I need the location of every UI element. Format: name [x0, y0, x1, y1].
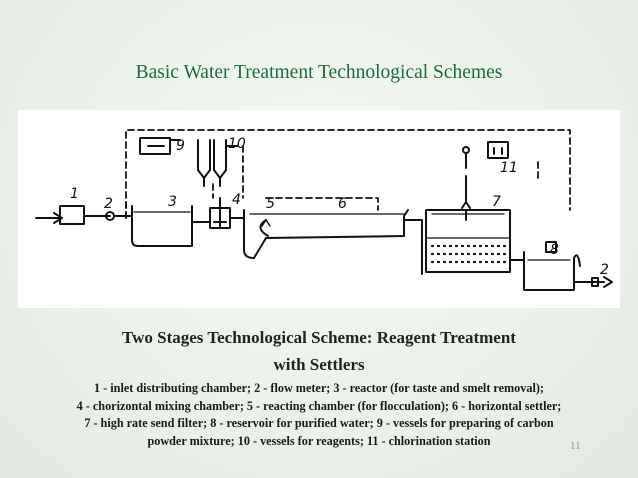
- carbon-vessel-9: [139, 137, 171, 155]
- reacting-chamber-5: [259, 219, 269, 237]
- settler-6: [243, 209, 409, 259]
- reactor-3: [131, 205, 193, 247]
- legend-line-3: 7 - high rate send filter; 8 - reservoir…: [84, 416, 554, 430]
- caption-line-2: with Settlers: [273, 355, 365, 374]
- inlet-chamber-1: [59, 205, 85, 225]
- label-8: 8: [550, 242, 559, 258]
- label-10: 10: [228, 136, 246, 152]
- slide-title: Basic Water Treatment Technological Sche…: [135, 62, 503, 83]
- label-11: 11: [500, 160, 518, 176]
- reservoir-8: [523, 251, 581, 291]
- legend-line-4: powder mixture; 10 - vessels for reagent…: [147, 433, 491, 448]
- page-number: 11: [570, 440, 581, 452]
- caption-line-1: Two Stages Technological Scheme: Reagent…: [122, 328, 516, 347]
- label-5: 5: [266, 196, 275, 212]
- label-9: 9: [176, 138, 185, 154]
- label-2: 2: [104, 196, 113, 212]
- reagent-vessel-10b: [213, 139, 227, 179]
- label-1: 1: [70, 186, 79, 202]
- legend-line-2: 4 - chorizontal mixing chamber; 5 - reac…: [76, 398, 562, 413]
- flow-meter-2b: [591, 277, 599, 287]
- reagent-vessel-10a: [197, 139, 211, 179]
- treatment-scheme-diagram: 1 2 3 4 5 6 7 8 9 10 11 2: [18, 110, 620, 308]
- label-4: 4: [232, 192, 241, 208]
- scheme-legend: 1 - inlet distributing chamber; 2 - flow…: [0, 380, 638, 450]
- high-rate-filter-7: [425, 209, 511, 273]
- label-6: 6: [338, 196, 347, 212]
- legend-line-1: 1 - inlet distributing chamber; 2 - flow…: [94, 381, 544, 395]
- label-3: 3: [168, 194, 177, 210]
- label-7: 7: [492, 194, 501, 210]
- filter-media-dots: [430, 244, 508, 264]
- label-2b: 2: [600, 262, 609, 278]
- scheme-drawing: 1 2 3 4 5 6 7 8 9 10 11 2: [35, 129, 613, 291]
- reagent-dashed-lines: [125, 129, 571, 219]
- chlorination-station-11: [487, 141, 509, 159]
- scheme-caption: Two Stages Technological Scheme: Reagent…: [0, 324, 638, 378]
